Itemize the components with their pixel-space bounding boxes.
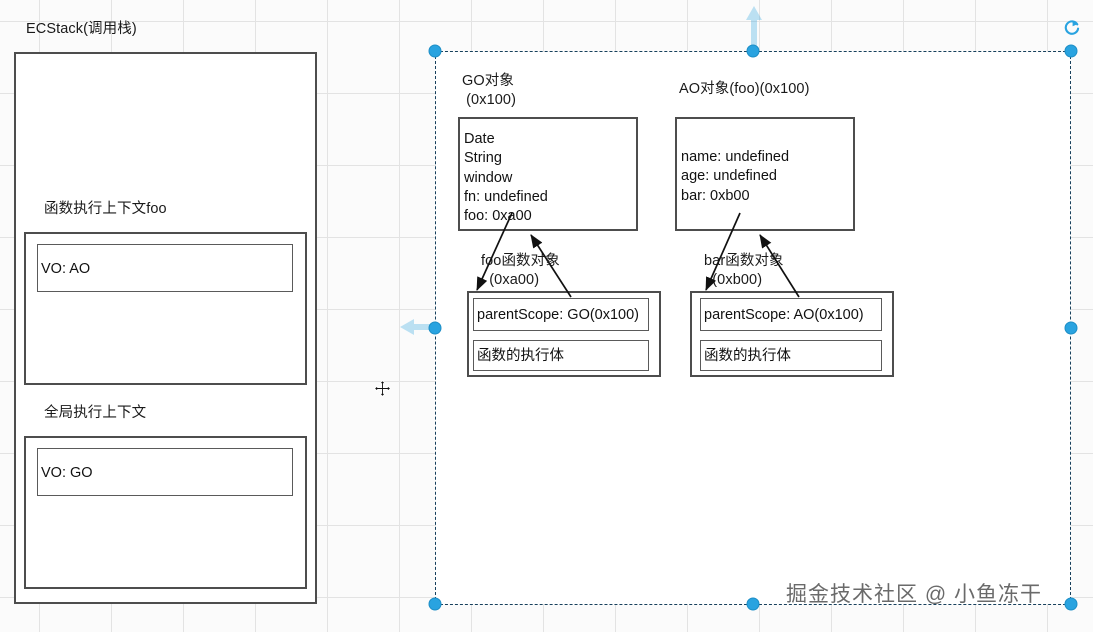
selection-handle-bottom-center[interactable]	[746, 597, 760, 611]
watermark-text: 掘金技术社区 @ 小鱼冻干	[786, 583, 1042, 606]
go-object-entries: Date String window fn: undefined foo: 0x…	[464, 131, 548, 225]
move-cursor-icon	[374, 380, 391, 397]
ecstack-title: ECStack(调用栈)	[26, 21, 137, 37]
go-object-label: GO对象 (0x100)	[462, 73, 516, 109]
selection-handle-bottom-left[interactable]	[428, 597, 442, 611]
foo-execution-context-label: 函数执行上下文foo	[44, 201, 167, 217]
foo-function-object-label: foo函数对象 (0xa00)	[481, 253, 560, 289]
bar-function-body-label: 函数的执行体	[704, 348, 791, 364]
ao-object-box[interactable]	[675, 117, 855, 231]
selection-handle-middle-left[interactable]	[428, 321, 442, 335]
foo-parent-scope-box[interactable]	[473, 298, 649, 331]
foo-parent-scope-label: parentScope: GO(0x100)	[477, 307, 640, 323]
bar-function-object-label: bar函数对象 (0xb00)	[704, 253, 784, 289]
bar-parent-scope-box[interactable]	[700, 298, 882, 331]
selection-handle-top-right[interactable]	[1064, 44, 1078, 58]
selection-handle-top-center[interactable]	[746, 44, 760, 58]
go-object-box[interactable]	[458, 117, 638, 231]
ao-object-entries: name: undefined age: undefined bar: 0xb0…	[681, 149, 790, 204]
bar-function-body-box[interactable]	[700, 340, 882, 371]
foo-function-body-label: 函数的执行体	[477, 348, 564, 364]
selection-handle-bottom-right[interactable]	[1064, 597, 1078, 611]
rotate-icon[interactable]	[1063, 19, 1081, 37]
global-vo-box[interactable]	[37, 448, 293, 496]
foo-vo-label: VO: AO	[41, 261, 91, 277]
ao-object-label: AO对象(foo)(0x100)	[679, 81, 810, 97]
selection-handle-top-left[interactable]	[428, 44, 442, 58]
global-vo-label: VO: GO	[41, 465, 93, 481]
foo-function-body-box[interactable]	[473, 340, 649, 371]
resize-left-ghost-arrow	[400, 319, 440, 335]
selection-handle-middle-right[interactable]	[1064, 321, 1078, 335]
global-execution-context-label: 全局执行上下文	[44, 405, 147, 421]
resize-up-ghost-arrow	[746, 6, 762, 46]
bar-parent-scope-label: parentScope: AO(0x100)	[704, 307, 864, 323]
foo-vo-box[interactable]	[37, 244, 293, 292]
